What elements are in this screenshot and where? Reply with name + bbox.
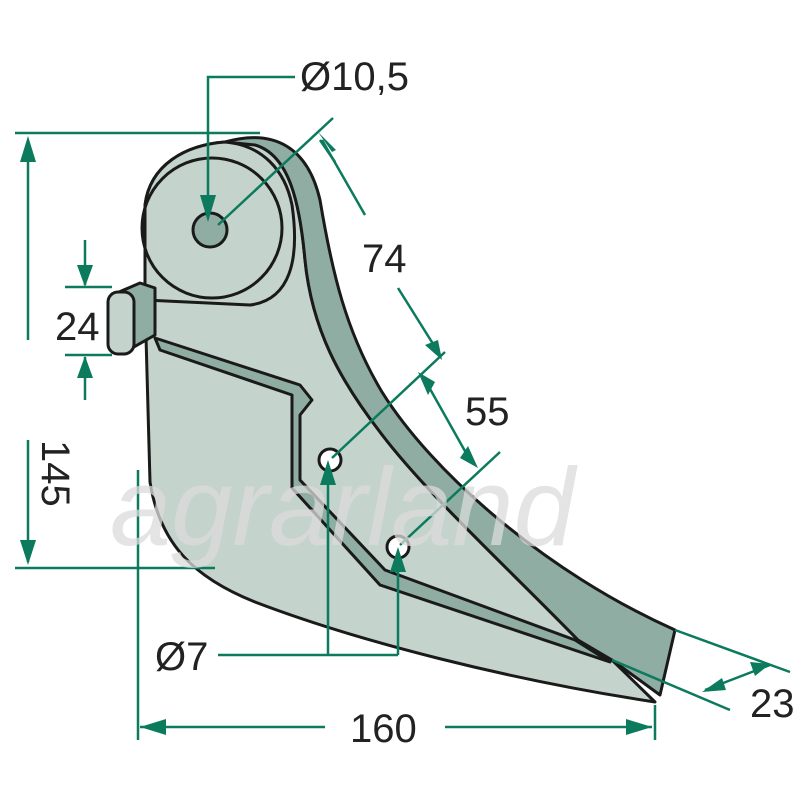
dim-lug-height: 24 [55, 305, 100, 349]
watermark-logo: agrarland [110, 446, 579, 569]
dim-total-height: 145 [33, 440, 77, 507]
pivot-hole [191, 211, 229, 249]
groove [153, 336, 612, 664]
dim-tip-width: 23 [750, 682, 795, 726]
dim-total-length: 160 [350, 707, 417, 751]
dim-hole-small: Ø7 [155, 635, 208, 679]
tine-part [106, 136, 677, 704]
dim-arc-length: 74 [362, 237, 407, 281]
dimension-lines [15, 75, 791, 740]
stop-lug-face [106, 290, 136, 356]
boss-circle [140, 156, 284, 300]
dim-hole-spacing: 55 [465, 390, 510, 434]
dim-hole-large: Ø10,5 [300, 55, 409, 99]
